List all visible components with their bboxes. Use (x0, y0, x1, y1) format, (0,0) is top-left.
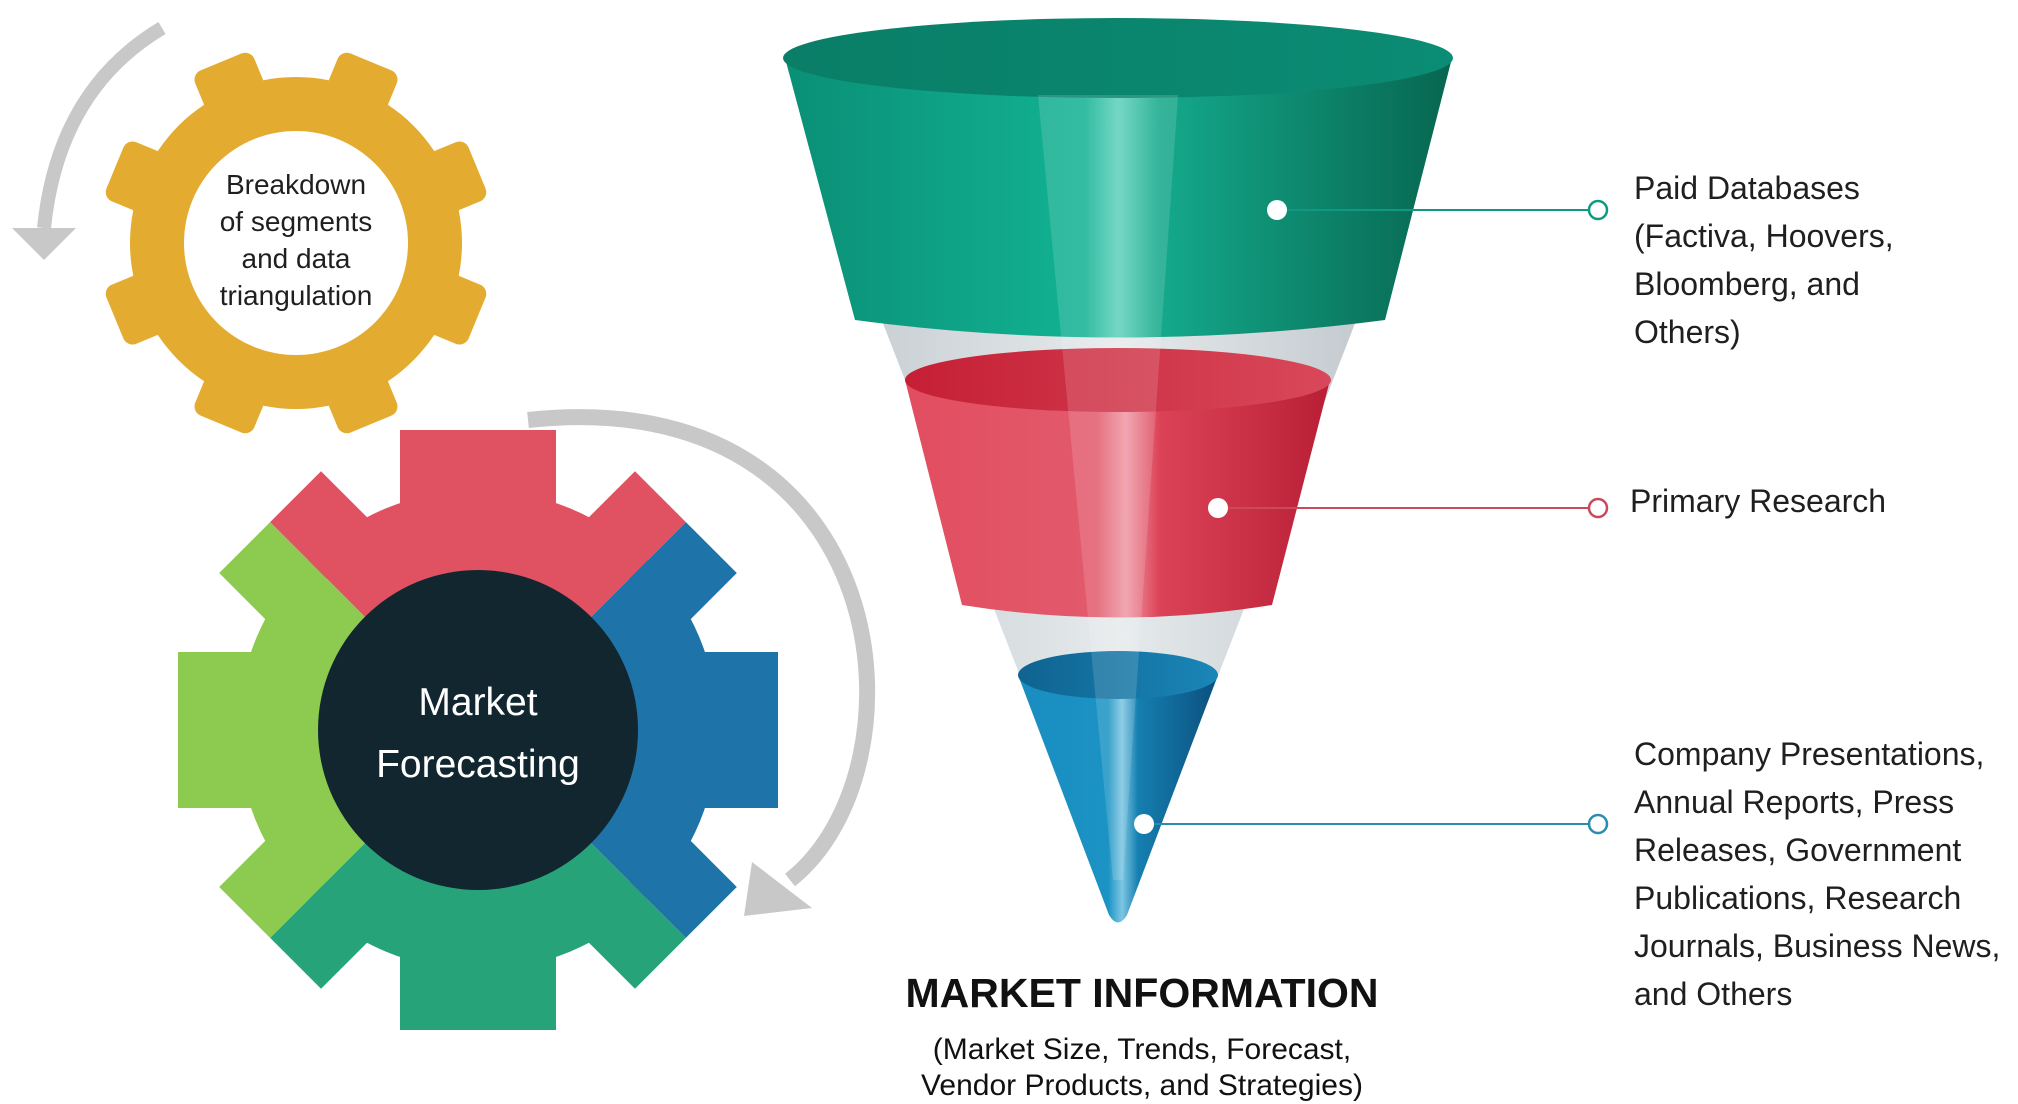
large-gear-center (318, 570, 638, 890)
small-gear-label: Breakdown of segments and data triangula… (219, 169, 373, 311)
connector-paid-start-dot (1267, 200, 1287, 220)
connector-secondary-end-dot (1587, 813, 1609, 835)
large-gear-label-line1: Market (418, 681, 538, 724)
connector-secondary (1134, 813, 1609, 835)
large-gear-tooth (629, 830, 737, 938)
connector-primary-start-dot (1208, 498, 1228, 518)
large-gear-tooth (178, 652, 258, 808)
funnel-light-beam (1038, 95, 1178, 880)
large-gear-tooth (270, 471, 378, 579)
small-gear-tooth (317, 52, 398, 136)
small-gear-tooth (403, 141, 487, 222)
connector-secondary-start-dot (1134, 814, 1154, 834)
small-gear-tooth (194, 52, 275, 136)
source-primary-research: Primary Research (1630, 483, 1887, 519)
funnel-layer-paid-databases (785, 58, 1452, 338)
source-secondary: Company Presentations, Annual Reports, P… (1634, 736, 2001, 1012)
large-gear-tooth (270, 881, 378, 989)
funnel (783, 18, 1453, 923)
large-gear-tooth (629, 522, 737, 630)
large-gear-tooth (578, 881, 686, 989)
large-gear (178, 430, 778, 1030)
market-information-subtitle: (Market Size, Trends, Forecast, Vendor P… (921, 1033, 1363, 1102)
large-gear-tooth (400, 950, 556, 1030)
small-gear-tooth (105, 141, 189, 222)
funnel-layer-secondary-top (1018, 651, 1218, 699)
top-left-arrowhead (12, 228, 76, 260)
connector-paid (1267, 199, 1609, 221)
right-curved-arrow (527, 409, 876, 887)
small-gear-hole (184, 131, 408, 355)
large-gear-tooth (219, 830, 327, 938)
large-gear-tooth (698, 652, 778, 808)
connector-primary (1208, 497, 1609, 519)
small-gear-tooth (317, 350, 398, 434)
large-gear-tooth (578, 471, 686, 579)
funnel-layer-primary-research (905, 380, 1330, 618)
large-gear-tooth (219, 522, 327, 630)
small-gear (105, 52, 487, 434)
funnel-layer-paid-databases-top (783, 18, 1453, 98)
right-arrowhead (744, 862, 812, 916)
large-gear-label-line2: Forecasting (376, 743, 580, 786)
small-gear-tooth (105, 264, 189, 345)
large-gear-tooth (400, 430, 556, 510)
connector-primary-end-dot (1587, 497, 1609, 519)
connector-paid-end-dot (1587, 199, 1609, 221)
funnel-layer-primary-research-top (905, 348, 1331, 412)
top-left-curved-arrow (37, 21, 166, 229)
funnel-layer-secondary (1018, 675, 1218, 923)
large-gear-label: Market Forecasting (330, 672, 626, 796)
market-information-title: MARKET INFORMATION (905, 970, 1379, 1016)
source-paid-databases: Paid Databases (Factiva, Hoovers, Bloomb… (1634, 170, 1894, 350)
small-gear-tooth (194, 350, 275, 434)
small-gear-tooth (403, 264, 487, 345)
